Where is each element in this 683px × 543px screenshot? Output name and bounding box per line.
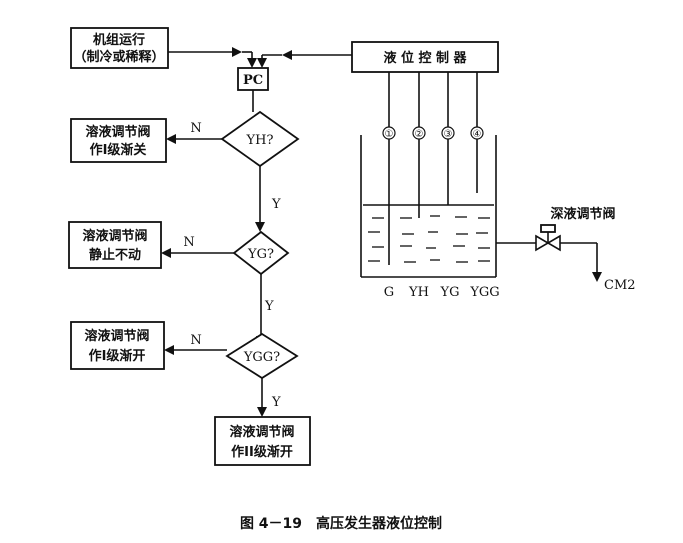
- connector-yh-yes: Y: [255, 166, 281, 232]
- decision-yh-no-label: N: [190, 121, 201, 136]
- valve-label: 深液调节阀: [550, 206, 615, 222]
- final-box: 溶液调节阀 作II级渐开: [214, 416, 311, 466]
- decision-ygg-no-label: N: [190, 333, 201, 348]
- action-box-1: 溶液调节阀 作I级渐关: [70, 118, 167, 163]
- pc-label: PC: [243, 73, 263, 88]
- action-box-3-line2: 作I级渐开: [89, 348, 146, 364]
- connector-start-to-pc: [168, 47, 257, 68]
- decision-ygg: YGG?: [225, 332, 299, 380]
- figure-caption: 图 4－19 高压发生器液位控制: [240, 515, 442, 532]
- probe-3-number: ③: [444, 129, 453, 140]
- action-box-1-line2: 作I级渐关: [90, 142, 147, 158]
- connector-controller-to-pc: [257, 50, 352, 68]
- probe-2-number: ②: [415, 129, 424, 140]
- decision-yh-label: YH?: [246, 133, 274, 148]
- action-box-3-line1: 溶液调节阀: [84, 328, 149, 344]
- level-controller-label: 液 位 控 制 器: [383, 50, 467, 66]
- action-box-2-line2: 静止不动: [89, 247, 141, 263]
- decision-ygg-label: YGG?: [243, 350, 280, 365]
- action-box-2-line1: 溶液调节阀: [82, 228, 147, 244]
- level-controller-box: 液 位 控 制 器: [351, 41, 499, 73]
- probe-1: ①: [382, 72, 396, 265]
- tank: [360, 135, 497, 278]
- decision-yg: YG?: [232, 230, 290, 276]
- connector-ygg-no: N: [164, 333, 227, 355]
- level-label-ygg: YGG: [469, 285, 499, 300]
- decision-yh: YH?: [220, 110, 300, 168]
- probe-4-number: ④: [473, 129, 482, 140]
- probe-2: ②: [412, 72, 426, 218]
- outlet-label: CM2: [604, 278, 636, 293]
- final-box-line1: 溶液调节阀: [229, 424, 294, 440]
- decision-ygg-yes-label: Y: [271, 395, 281, 410]
- decision-yg-no-label: N: [183, 235, 194, 250]
- probe-1-number: ①: [385, 129, 394, 140]
- decision-yh-yes-label: Y: [271, 197, 281, 212]
- probe-3: ③: [441, 72, 455, 205]
- probe-4: ④: [470, 72, 484, 193]
- liquid-hatching: [368, 215, 490, 263]
- start-box-line2: （制冷或稀释）: [73, 49, 164, 65]
- action-box-1-line1: 溶液调节阀: [85, 124, 150, 140]
- level-label-yg: YG: [440, 285, 460, 300]
- start-box-line1: 机组运行: [93, 32, 145, 48]
- decision-yg-label: YG?: [247, 247, 274, 262]
- decision-yg-yes-label: Y: [264, 299, 274, 314]
- outlet-pipe: [496, 242, 602, 282]
- action-box-2: 溶液调节阀 静止不动: [68, 221, 162, 269]
- action-box-3: 溶液调节阀 作I级渐开: [70, 321, 165, 370]
- final-box-line2: 作II级渐开: [231, 444, 293, 460]
- pc-box: PC: [237, 67, 269, 91]
- connector-ygg-yes: Y: [257, 378, 281, 417]
- level-label-yh: YH: [408, 285, 429, 300]
- level-label-g: G: [384, 285, 394, 300]
- connector-yh-no: N: [166, 121, 222, 144]
- connector-yg-no: N: [161, 235, 234, 258]
- valve-icon: [535, 224, 561, 252]
- start-box: 机组运行 （制冷或稀释）: [70, 27, 169, 69]
